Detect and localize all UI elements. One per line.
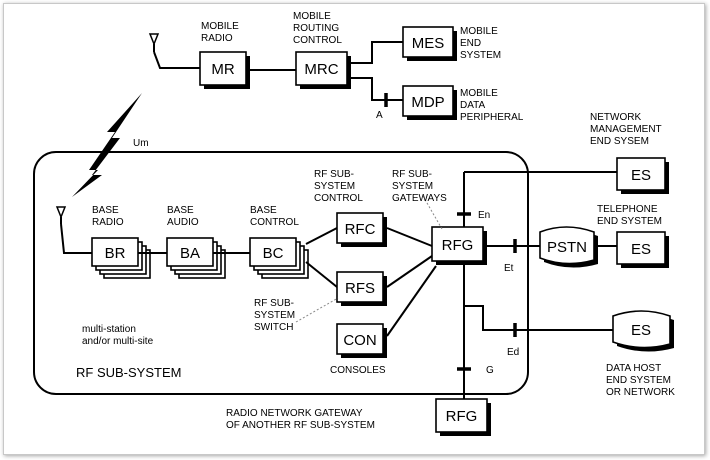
es-datahost-text: ES — [631, 322, 651, 339]
mes-text: MES — [412, 35, 445, 52]
rf-control-label: RF SUB- SYSTEM CONTROL — [314, 169, 363, 204]
rfg-external-box: RFG — [435, 398, 491, 436]
rfg-box: RFG — [431, 226, 487, 265]
netmgmt-label: NETWORK MANAGEMENT END SYSEM — [590, 112, 664, 147]
rf-subsystem-boundary — [33, 151, 529, 395]
mobile-routing-label: MOBILE ROUTING CONTROL — [293, 11, 342, 46]
mr-box: MR — [199, 51, 250, 89]
es-datahost-box: ES — [612, 310, 674, 352]
es-telephone-text: ES — [631, 241, 651, 258]
interface-et-label: Et — [504, 263, 514, 274]
con-text: CON — [343, 332, 376, 349]
es-telephone-box: ES — [616, 231, 669, 268]
base-audio-label: BASE AUDIO — [167, 205, 199, 228]
rf-gateways-label: RF SUB- SYSTEM GATEWAYS — [392, 169, 447, 204]
multi-station-note: multi-station and/or multi-site — [82, 324, 154, 347]
rf-subsystem-title: RF SUB-SYSTEM — [76, 365, 181, 380]
gateway-label: RADIO NETWORK GATEWAY OF ANOTHER RF SUB-… — [226, 408, 375, 431]
rfc-text: RFC — [345, 221, 376, 238]
mes-box: MES — [402, 26, 457, 61]
rfs-text: RFS — [345, 280, 375, 297]
ba-text: BA — [180, 245, 200, 262]
mdp-box: MDP — [402, 85, 457, 120]
pstn-box: PSTN — [539, 226, 598, 268]
telephone-label: TELEPHONE END SYSTEM — [597, 204, 662, 227]
rfc-box: RFC — [336, 212, 387, 247]
base-antenna-icon — [55, 206, 67, 224]
rfg-text: RFG — [442, 237, 474, 254]
mes-label: MOBILE END SYSTEM — [460, 26, 501, 61]
br-text: BR — [105, 245, 126, 262]
mdp-text: MDP — [411, 94, 444, 111]
base-radio-label: BASE RADIO — [92, 205, 124, 228]
mrc-text: MRC — [304, 61, 338, 78]
rfg-external-text: RFG — [446, 408, 478, 425]
con-box: CON — [336, 323, 387, 358]
mr-text: MR — [211, 61, 234, 78]
mobile-radio-label: MOBILE RADIO — [201, 21, 242, 44]
interface-a-label: A — [376, 110, 383, 121]
interface-ed-label: Ed — [507, 347, 519, 358]
um-label: Um — [133, 138, 149, 149]
es-netmgmt-text: ES — [631, 167, 651, 184]
base-control-label: BASE CONTROL — [250, 205, 299, 228]
lightning-icon — [72, 93, 142, 197]
br-box: BR — [91, 237, 151, 279]
datahost-label: DATA HOST END SYSTEM OR NETWORK — [606, 363, 675, 398]
interface-en-label: En — [478, 210, 490, 221]
mdp-label: MOBILE DATA PERIPHERAL — [460, 88, 524, 123]
rf-switch-label: RF SUB- SYSTEM SWITCH — [254, 298, 298, 333]
rfs-box: RFS — [336, 271, 387, 306]
mobile-antenna-icon — [148, 33, 160, 52]
pstn-text: PSTN — [547, 239, 587, 256]
bc-box: BC — [249, 237, 309, 279]
es-netmgmt-box: ES — [616, 157, 669, 194]
bc-text: BC — [263, 245, 284, 262]
consoles-label: CONSOLES — [330, 365, 386, 376]
interface-g-label: G — [486, 365, 494, 376]
ba-box: BA — [166, 237, 226, 279]
mrc-box: MRC — [295, 51, 351, 89]
